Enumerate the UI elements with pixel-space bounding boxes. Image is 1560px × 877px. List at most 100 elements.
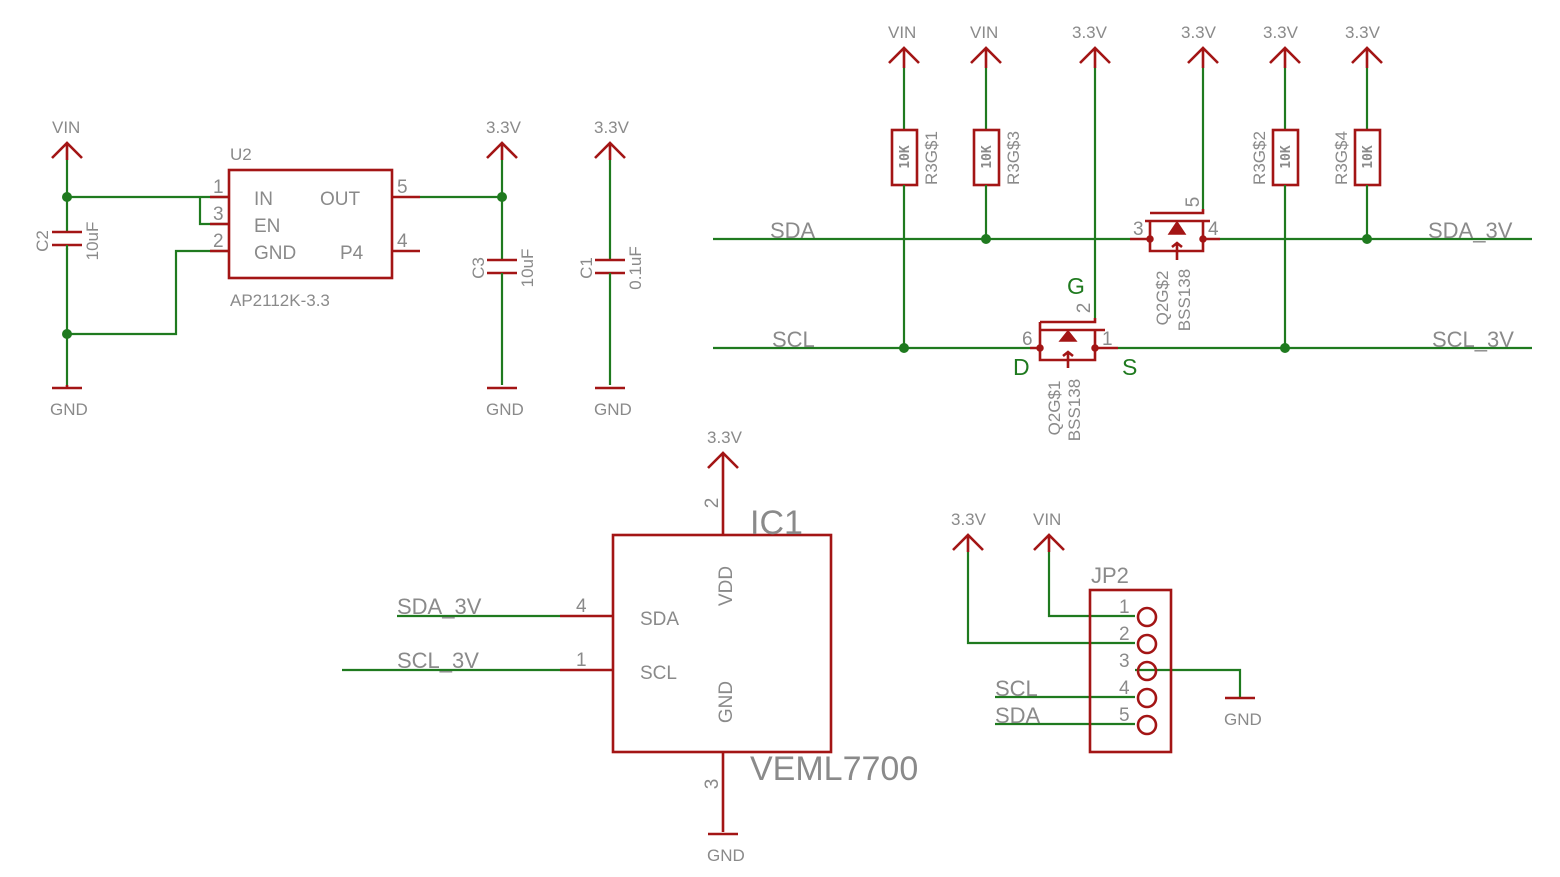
u2-pinnum-gnd: 2 [213,231,224,252]
jp2-pin-2: 2 [1119,624,1130,645]
net-sda-label: SDA [770,218,816,243]
ic1-pinnum-vdd: 2 [702,498,723,509]
r3g2-value: 10K [1279,145,1294,169]
v33-symbol-jp2: 3.3V [951,510,987,552]
vin-symbol-r3: VIN [970,23,1002,68]
r3g4-value: 10K [1361,145,1376,169]
q2g2-ref: Q2G$2 [1153,271,1172,326]
jp2-pin-3: 3 [1119,651,1130,672]
mosfet-q2g1: 2 1 6 Q2G$1 BSS138 [1022,303,1118,441]
resistor-r3g4: 10K R3G$4 [1332,128,1382,187]
jp2-ref: JP2 [1091,563,1129,588]
gnd-symbol-c3: GND [486,386,524,419]
source-terminal-label: S [1122,354,1137,380]
ic1-net-scl-3v: SCL_3V [397,648,479,673]
ic1-pinnum-scl: 1 [576,650,587,671]
c3-ref: C3 [469,257,488,279]
v33-label: 3.3V [1072,23,1108,42]
gnd-label: GND [594,400,632,419]
gate-terminal-label: G [1067,273,1085,299]
resistor-r3g2: 10K R3G$2 [1250,128,1300,187]
gnd-symbol-ic1: GND [707,832,745,865]
c2-value: 10uF [83,222,102,261]
v33-symbol-q1: 3.3V [1072,23,1111,68]
q2g1-value: BSS138 [1065,379,1084,441]
r3g3-ref: R3G$3 [1004,131,1023,185]
resistor-r3g3: 10K R3G$3 [972,128,1023,187]
connector-jp2: JP2 1 2 3 4 5 [1088,563,1173,754]
ic1-pin-scl: SCL [640,663,677,684]
gnd-label: GND [50,400,88,419]
ic1-pin-sda: SDA [640,609,679,630]
r3g3-value: 10K [980,145,995,169]
ic1-pin-vdd: VDD [716,566,737,606]
u2-value: AP2112K-3.3 [230,291,330,310]
capacitor-c2: C2 10uF [33,222,102,261]
v33-symbol-ic1: 3.3V [707,428,743,535]
jp2-net-sda: SDA [995,703,1041,728]
ic1-pinnum-sda: 4 [576,596,587,617]
capacitor-c3: C3 10uF [469,249,537,288]
net-scl-3v-label: SCL_3V [1432,327,1514,352]
ic1-pin-gnd: GND [716,681,737,723]
v33-label: 3.3V [486,118,522,137]
q2g1-pinnum-gate: 2 [1074,303,1095,314]
jp2-pin-5: 5 [1119,705,1130,726]
r3g2-ref: R3G$2 [1250,131,1269,185]
u2-pinnum-p4: 4 [397,231,408,252]
vin-symbol-r1: VIN [888,23,920,68]
gnd-symbol-reg: GND [50,385,88,419]
v33-label: 3.3V [594,118,630,137]
sensor-ic1: IC1 VEML7700 SDA SCL VDD GND 4 1 2 3 [560,498,918,832]
q2g2-pinnum-drain: 3 [1133,219,1144,240]
q2g2-pinnum-gate: 5 [1183,197,1204,208]
u2-pin-p4: P4 [340,243,364,264]
gnd-label: GND [1224,710,1262,729]
v33-label: 3.3V [951,510,987,529]
gnd-label: GND [486,400,524,419]
v33-symbol-r4: 3.3V [1345,23,1383,68]
vin-label: VIN [52,118,80,137]
u2-pinnum-out: 5 [397,177,408,198]
v33-symbol-c3: 3.3V [486,118,522,160]
resistor-r3g1: 10K R3G$1 [890,128,941,187]
ic1-pinnum-gnd: 3 [702,779,723,790]
u2-pinnum-in: 1 [213,177,224,198]
v33-symbol-c1: 3.3V [594,118,630,160]
drain-terminal-label: D [1013,354,1030,380]
q2g1-pinnum-source: 1 [1102,329,1113,350]
v33-label: 3.3V [1263,23,1299,42]
net-sda-3v-label: SDA_3V [1428,218,1513,243]
q2g2-value: BSS138 [1175,269,1194,331]
c1-value: 0.1uF [626,246,645,289]
c3-value: 10uF [518,249,537,288]
c1-ref: C1 [577,257,596,279]
r3g4-ref: R3G$4 [1332,131,1351,185]
sensor-section: 3.3V IC1 VEML7700 SDA SCL VDD GND 4 1 2 … [342,428,918,865]
v33-label: 3.3V [1181,23,1217,42]
v33-label: 3.3V [707,428,743,447]
capacitor-c1: C1 0.1uF [577,246,645,289]
vin-label: VIN [1033,510,1061,529]
regulator-u2: U2 AP2112K-3.3 IN EN GND OUT P4 1 3 2 5 … [210,145,420,310]
r3g1-ref: R3G$1 [922,131,941,185]
u2-pin-out: OUT [320,189,361,210]
mosfet-q2g2: 5 4 3 Q2G$2 BSS138 [1130,197,1220,331]
v33-symbol-r2: 3.3V [1263,23,1301,68]
u2-pin-en: EN [254,216,280,237]
v33-symbol-q2: 3.3V [1181,23,1219,68]
ic1-ref: IC1 [750,504,803,542]
q2g2-pinnum-source: 4 [1208,219,1219,240]
vin-label: VIN [888,23,916,42]
u2-pin-in: IN [254,189,273,210]
regulator-section: VIN C2 10uF GND U2 AP2112K-3.3 IN [33,118,645,419]
q2g1-pinnum-drain: 6 [1022,329,1033,350]
jp2-pin-4: 4 [1119,678,1130,699]
u2-pinnum-en: 3 [213,204,224,225]
q2g1-ref: Q2G$1 [1045,381,1064,436]
v33-label: 3.3V [1345,23,1381,42]
level-shifter-section: SDA SCL SDA_3V SCL_3V VIN VIN 3.3V 3.3V … [713,23,1532,441]
vin-symbol-reg: VIN [51,118,83,160]
net-scl-label: SCL [772,327,815,352]
